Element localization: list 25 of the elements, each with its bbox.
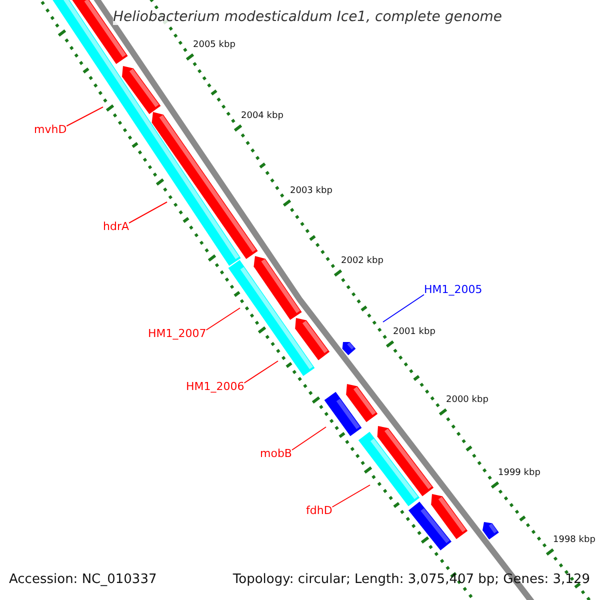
gene-label: HM1_2007 bbox=[148, 328, 206, 341]
scale-label: 2005 kbp bbox=[193, 40, 236, 50]
scale-label: 1999 kbp bbox=[498, 468, 540, 478]
gene-label: mobB bbox=[260, 448, 292, 461]
gene-label: fdhD bbox=[306, 505, 332, 518]
leader-line bbox=[206, 308, 240, 330]
scale-label: 2003 kbp bbox=[290, 186, 332, 196]
leader-line bbox=[291, 426, 326, 450]
scale-label: 2001 kbp bbox=[393, 327, 436, 338]
scale-label: 2000 kbp bbox=[446, 395, 488, 406]
genome-summary-text: Topology: circular; Length: 3,075,407 bp; Genes: 3,129 bbox=[232, 573, 590, 588]
gene-label: HM1_2005 bbox=[424, 284, 482, 297]
leader-line bbox=[382, 294, 424, 322]
scale-label: 1998 kbp bbox=[553, 535, 596, 546]
gene-label: HM1_2006 bbox=[186, 381, 244, 394]
leader-line bbox=[128, 202, 168, 224]
genome-title: Heliobacterium modesticaldum Ice1, complete genome bbox=[113, 9, 502, 26]
scale-label: 2002 kbp bbox=[341, 256, 384, 266]
leader-line bbox=[66, 106, 104, 126]
gene-label: mvhD bbox=[34, 124, 67, 137]
leader-line bbox=[332, 484, 370, 508]
gene-label: hdrA bbox=[103, 221, 130, 234]
accession-text: Accession: NC_010337 bbox=[9, 573, 157, 588]
leader-line bbox=[244, 360, 278, 384]
scale-label: 2004 kbp bbox=[241, 111, 284, 122]
